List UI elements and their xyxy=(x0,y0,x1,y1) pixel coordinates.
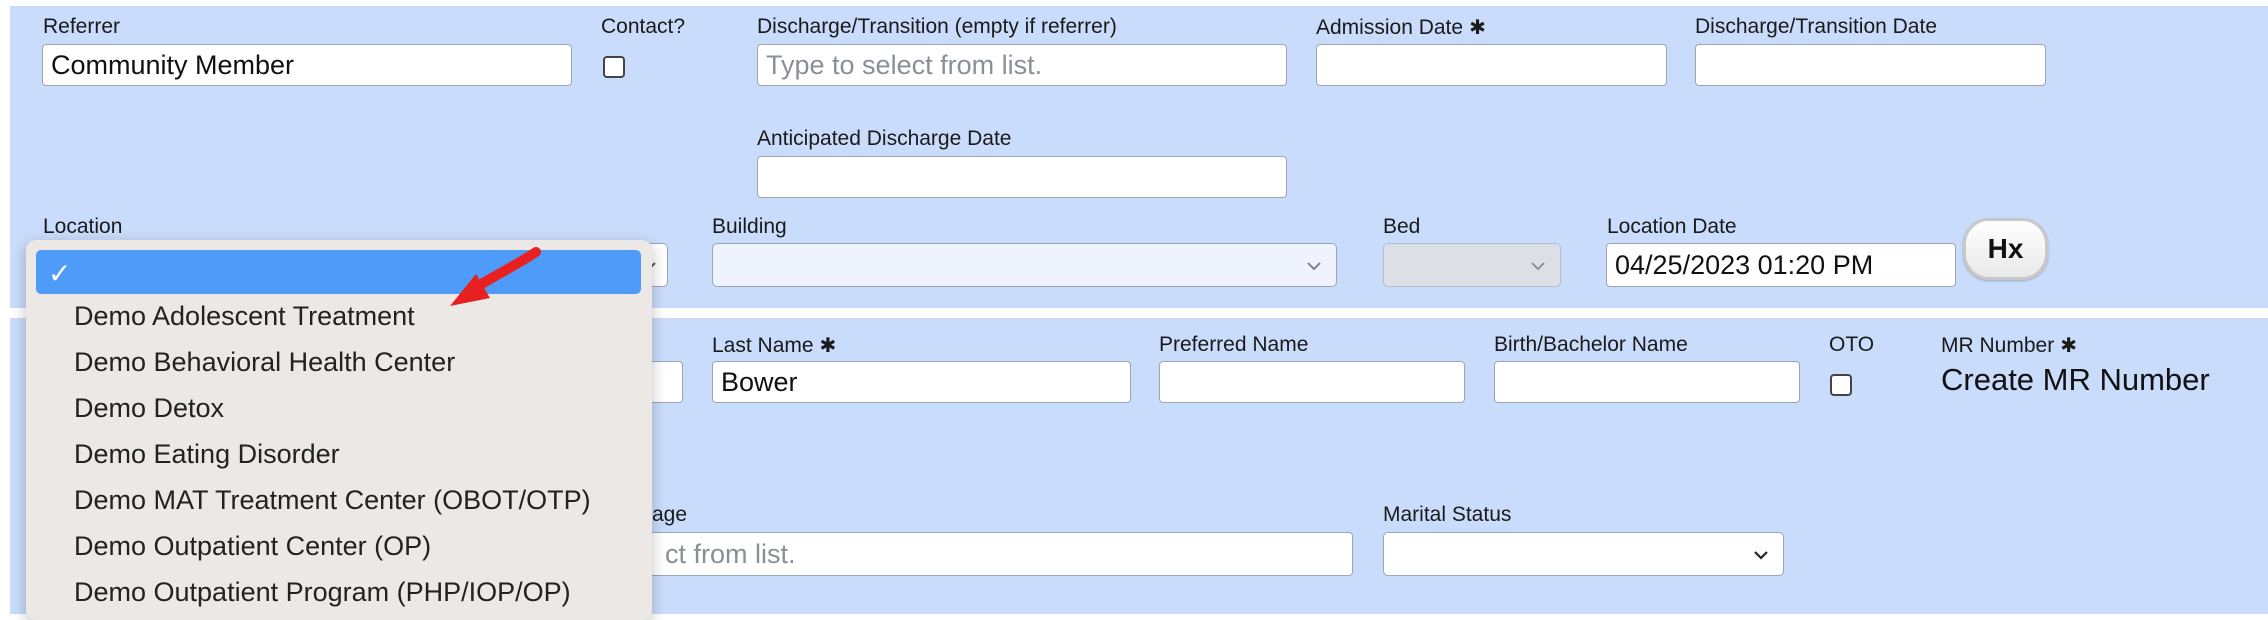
last-name-input[interactable]: Bower xyxy=(712,361,1131,403)
referrer-label: Referrer xyxy=(43,15,121,38)
location-option[interactable]: Demo Detox xyxy=(74,393,225,423)
location-date-value: 04/25/2023 01:20 PM xyxy=(1615,249,1874,280)
language-label: age xyxy=(652,503,688,526)
contact-label: Contact? xyxy=(601,15,686,38)
required-icon: ✱ xyxy=(1469,17,1486,39)
discharge-transition-date-label: Discharge/Transition Date xyxy=(1695,15,1937,38)
create-mr-number-link[interactable]: Create MR Number xyxy=(1941,362,2210,397)
chevron-down-icon xyxy=(1307,262,1321,271)
chevron-down-icon xyxy=(1531,262,1545,271)
required-icon: ✱ xyxy=(2060,335,2077,357)
marital-status-select[interactable] xyxy=(1383,532,1784,576)
location-option[interactable]: Demo Outpatient Program (PHP/IOP/OP) xyxy=(74,577,571,607)
location-option[interactable]: Demo Eating Disorder xyxy=(74,439,340,469)
discharge-transition-date-input[interactable] xyxy=(1695,44,2046,86)
location-dropdown-menu: ✓ Demo Adolescent Treatment Demo Behavio… xyxy=(26,240,652,620)
preferred-name-input[interactable] xyxy=(1159,361,1465,403)
checkmark-icon: ✓ xyxy=(48,257,72,290)
referrer-input[interactable]: Community Member xyxy=(42,44,572,86)
mr-number-label: MR Number✱ xyxy=(1941,333,2077,358)
building-label: Building xyxy=(712,215,787,238)
birth-bachelor-name-input[interactable] xyxy=(1494,361,1800,403)
anticipated-discharge-input[interactable] xyxy=(757,156,1287,198)
location-option[interactable]: Demo Behavioral Health Center xyxy=(74,347,456,377)
birth-bachelor-name-label: Birth/Bachelor Name xyxy=(1494,333,1688,356)
anticipated-discharge-label: Anticipated Discharge Date xyxy=(757,127,1012,150)
discharge-transition-label: Discharge/Transition (empty if referrer) xyxy=(757,15,1117,38)
bed-select[interactable] xyxy=(1383,243,1561,287)
location-date-label: Location Date xyxy=(1607,215,1737,238)
last-name-label: Last Name✱ xyxy=(712,333,836,358)
contact-checkbox[interactable] xyxy=(603,56,625,78)
bed-label: Bed xyxy=(1383,215,1421,238)
building-select[interactable] xyxy=(712,243,1337,287)
preferred-name-label: Preferred Name xyxy=(1159,333,1309,356)
language-placeholder: ct from list. xyxy=(665,538,796,569)
discharge-transition-placeholder: Type to select from list. xyxy=(766,49,1043,80)
location-option-empty[interactable]: ✓ xyxy=(36,250,641,294)
annotation-arrow-icon xyxy=(450,247,541,306)
language-input[interactable]: ct from list. xyxy=(560,532,1353,576)
admission-date-label-text: Admission Date xyxy=(1316,16,1464,39)
admission-date-input[interactable] xyxy=(1316,44,1667,86)
marital-status-label: Marital Status xyxy=(1383,503,1512,526)
history-button[interactable]: Hx xyxy=(1963,218,2048,280)
mr-number-label-text: MR Number xyxy=(1941,334,2055,357)
last-name-label-text: Last Name xyxy=(712,334,814,357)
location-option[interactable]: Demo Adolescent Treatment xyxy=(74,301,415,331)
location-option[interactable]: Demo Outpatient Center (OP) xyxy=(74,531,432,561)
location-option[interactable]: Demo MAT Treatment Center (OBOT/OTP) xyxy=(74,485,591,515)
referrer-value: Community Member xyxy=(51,49,295,80)
admission-date-label: Admission Date✱ xyxy=(1316,15,1486,40)
oto-label: OTO xyxy=(1829,333,1875,356)
last-name-value: Bower xyxy=(721,366,798,397)
discharge-transition-input[interactable]: Type to select from list. xyxy=(757,44,1287,86)
location-date-input[interactable]: 04/25/2023 01:20 PM xyxy=(1606,243,1956,287)
oto-checkbox[interactable] xyxy=(1830,374,1852,396)
location-label: Location xyxy=(43,215,123,238)
required-icon: ✱ xyxy=(819,335,837,357)
chevron-down-icon xyxy=(1754,551,1768,560)
